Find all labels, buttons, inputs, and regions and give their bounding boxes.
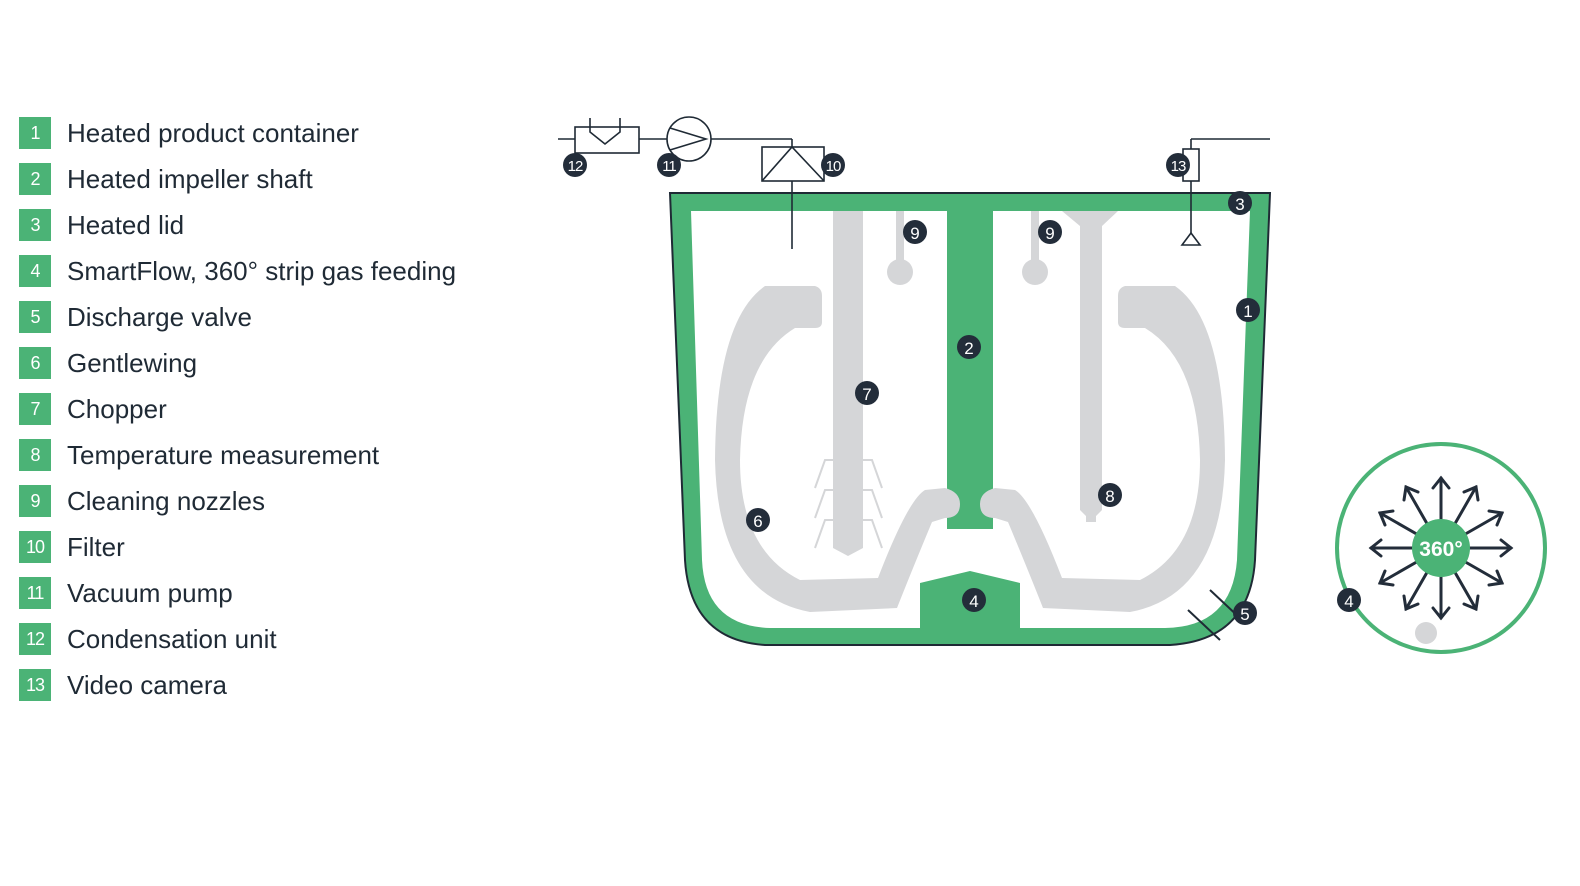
cleaning-nozzle-left	[896, 211, 904, 269]
legend-label: Gentlewing	[67, 347, 198, 378]
legend-badge: 12	[19, 623, 51, 655]
angle-label: 360°	[1419, 538, 1462, 561]
svg-text:13: 13	[1171, 158, 1186, 175]
legend-label: Heated impeller shaft	[67, 163, 313, 194]
marker: 4	[1337, 588, 1361, 612]
piping	[558, 116, 1270, 249]
legend-item: 10 Filter	[19, 531, 125, 563]
legend-badge: 2	[19, 163, 51, 195]
discharge-valve-line	[1187, 609, 1221, 641]
legend-item: 9 Cleaning nozzles	[19, 485, 265, 517]
legend-badge: 4	[19, 255, 51, 287]
legend-label: Condensation unit	[67, 623, 277, 654]
legend-item: 13 Video camera	[19, 669, 227, 701]
marker: 4	[962, 588, 986, 612]
legend-item: 3 Heated lid	[19, 209, 184, 241]
legend-item: 12 Condensation unit	[19, 623, 277, 655]
svg-text:7: 7	[862, 385, 871, 404]
svg-text:4: 4	[969, 592, 978, 611]
marker: 7	[855, 381, 879, 405]
gentlewing-right	[980, 286, 1225, 612]
svg-text:2: 2	[964, 339, 973, 358]
legend-badge: 9	[19, 485, 51, 517]
legend-item: 1 Heated product container	[19, 117, 359, 149]
legend-label: Video camera	[67, 669, 227, 700]
svg-text:8: 8	[1105, 487, 1114, 506]
chopper-blades	[814, 459, 883, 549]
marker: 2	[957, 335, 981, 359]
legend-label: Filter	[67, 531, 125, 562]
legend-item: 5 Discharge valve	[19, 301, 252, 333]
legend-badge: 13	[19, 669, 51, 701]
marker: 9	[903, 220, 927, 244]
smartflow-detail: 360° 4	[1335, 442, 1547, 654]
marker: 1	[1236, 298, 1260, 322]
legend-label: Cleaning nozzles	[67, 485, 266, 516]
marker: 3	[1228, 191, 1252, 215]
marker: 11	[657, 153, 681, 177]
legend-badge: 6	[19, 347, 51, 379]
svg-text:9: 9	[1045, 224, 1054, 243]
svg-text:4: 4	[1344, 592, 1353, 611]
marker: 13	[1166, 153, 1190, 177]
marker: 10	[821, 153, 845, 177]
legend-badge: 10	[19, 531, 51, 563]
cleaning-nozzle-left-head	[887, 259, 913, 285]
svg-text:12: 12	[568, 158, 583, 175]
legend-label: Heated product container	[67, 117, 359, 148]
svg-text:1: 1	[1243, 302, 1252, 321]
legend-item: 8 Temperature measurement	[19, 439, 379, 471]
container-interior	[691, 211, 1250, 628]
legend-label: Heated lid	[67, 209, 185, 240]
svg-text:11: 11	[662, 158, 676, 175]
gentlewing-left	[715, 286, 960, 612]
svg-text:10: 10	[826, 158, 841, 175]
svg-text:5: 5	[1240, 605, 1249, 624]
legend-item: 6 Gentlewing	[19, 347, 197, 379]
temperature-probe	[1062, 211, 1118, 522]
cleaning-nozzle-right-head	[1022, 259, 1048, 285]
marker: 6	[746, 508, 770, 532]
cleaning-nozzle-right	[1031, 211, 1039, 269]
legend-item: 7 Chopper	[19, 393, 167, 425]
marker: 5	[1233, 601, 1257, 625]
legend-item: 4 SmartFlow, 360° strip gas feeding	[19, 255, 456, 287]
legend-item: 11 Vacuum pump	[19, 577, 233, 609]
legend-badge: 8	[19, 439, 51, 471]
svg-text:3: 3	[1235, 195, 1244, 214]
svg-text:9: 9	[910, 224, 919, 243]
legend-badge: 5	[19, 301, 51, 333]
legend-label: Vacuum pump	[67, 577, 233, 608]
svg-text:6: 6	[753, 512, 762, 531]
legend-badge: 1	[19, 117, 51, 149]
legend-badge: 7	[19, 393, 51, 425]
chopper	[833, 211, 863, 556]
marker: 9	[1038, 220, 1062, 244]
legend-item: 2 Heated impeller shaft	[19, 163, 313, 195]
legend-label: Discharge valve	[67, 301, 252, 332]
legend-badge: 11	[19, 577, 51, 609]
legend-label: SmartFlow, 360° strip gas feeding	[67, 255, 457, 286]
legend-badge: 3	[19, 209, 51, 241]
marker: 12	[563, 153, 587, 177]
marker: 8	[1098, 483, 1122, 507]
legend-label: Temperature measurement	[67, 439, 380, 470]
legend-label: Chopper	[67, 393, 167, 424]
